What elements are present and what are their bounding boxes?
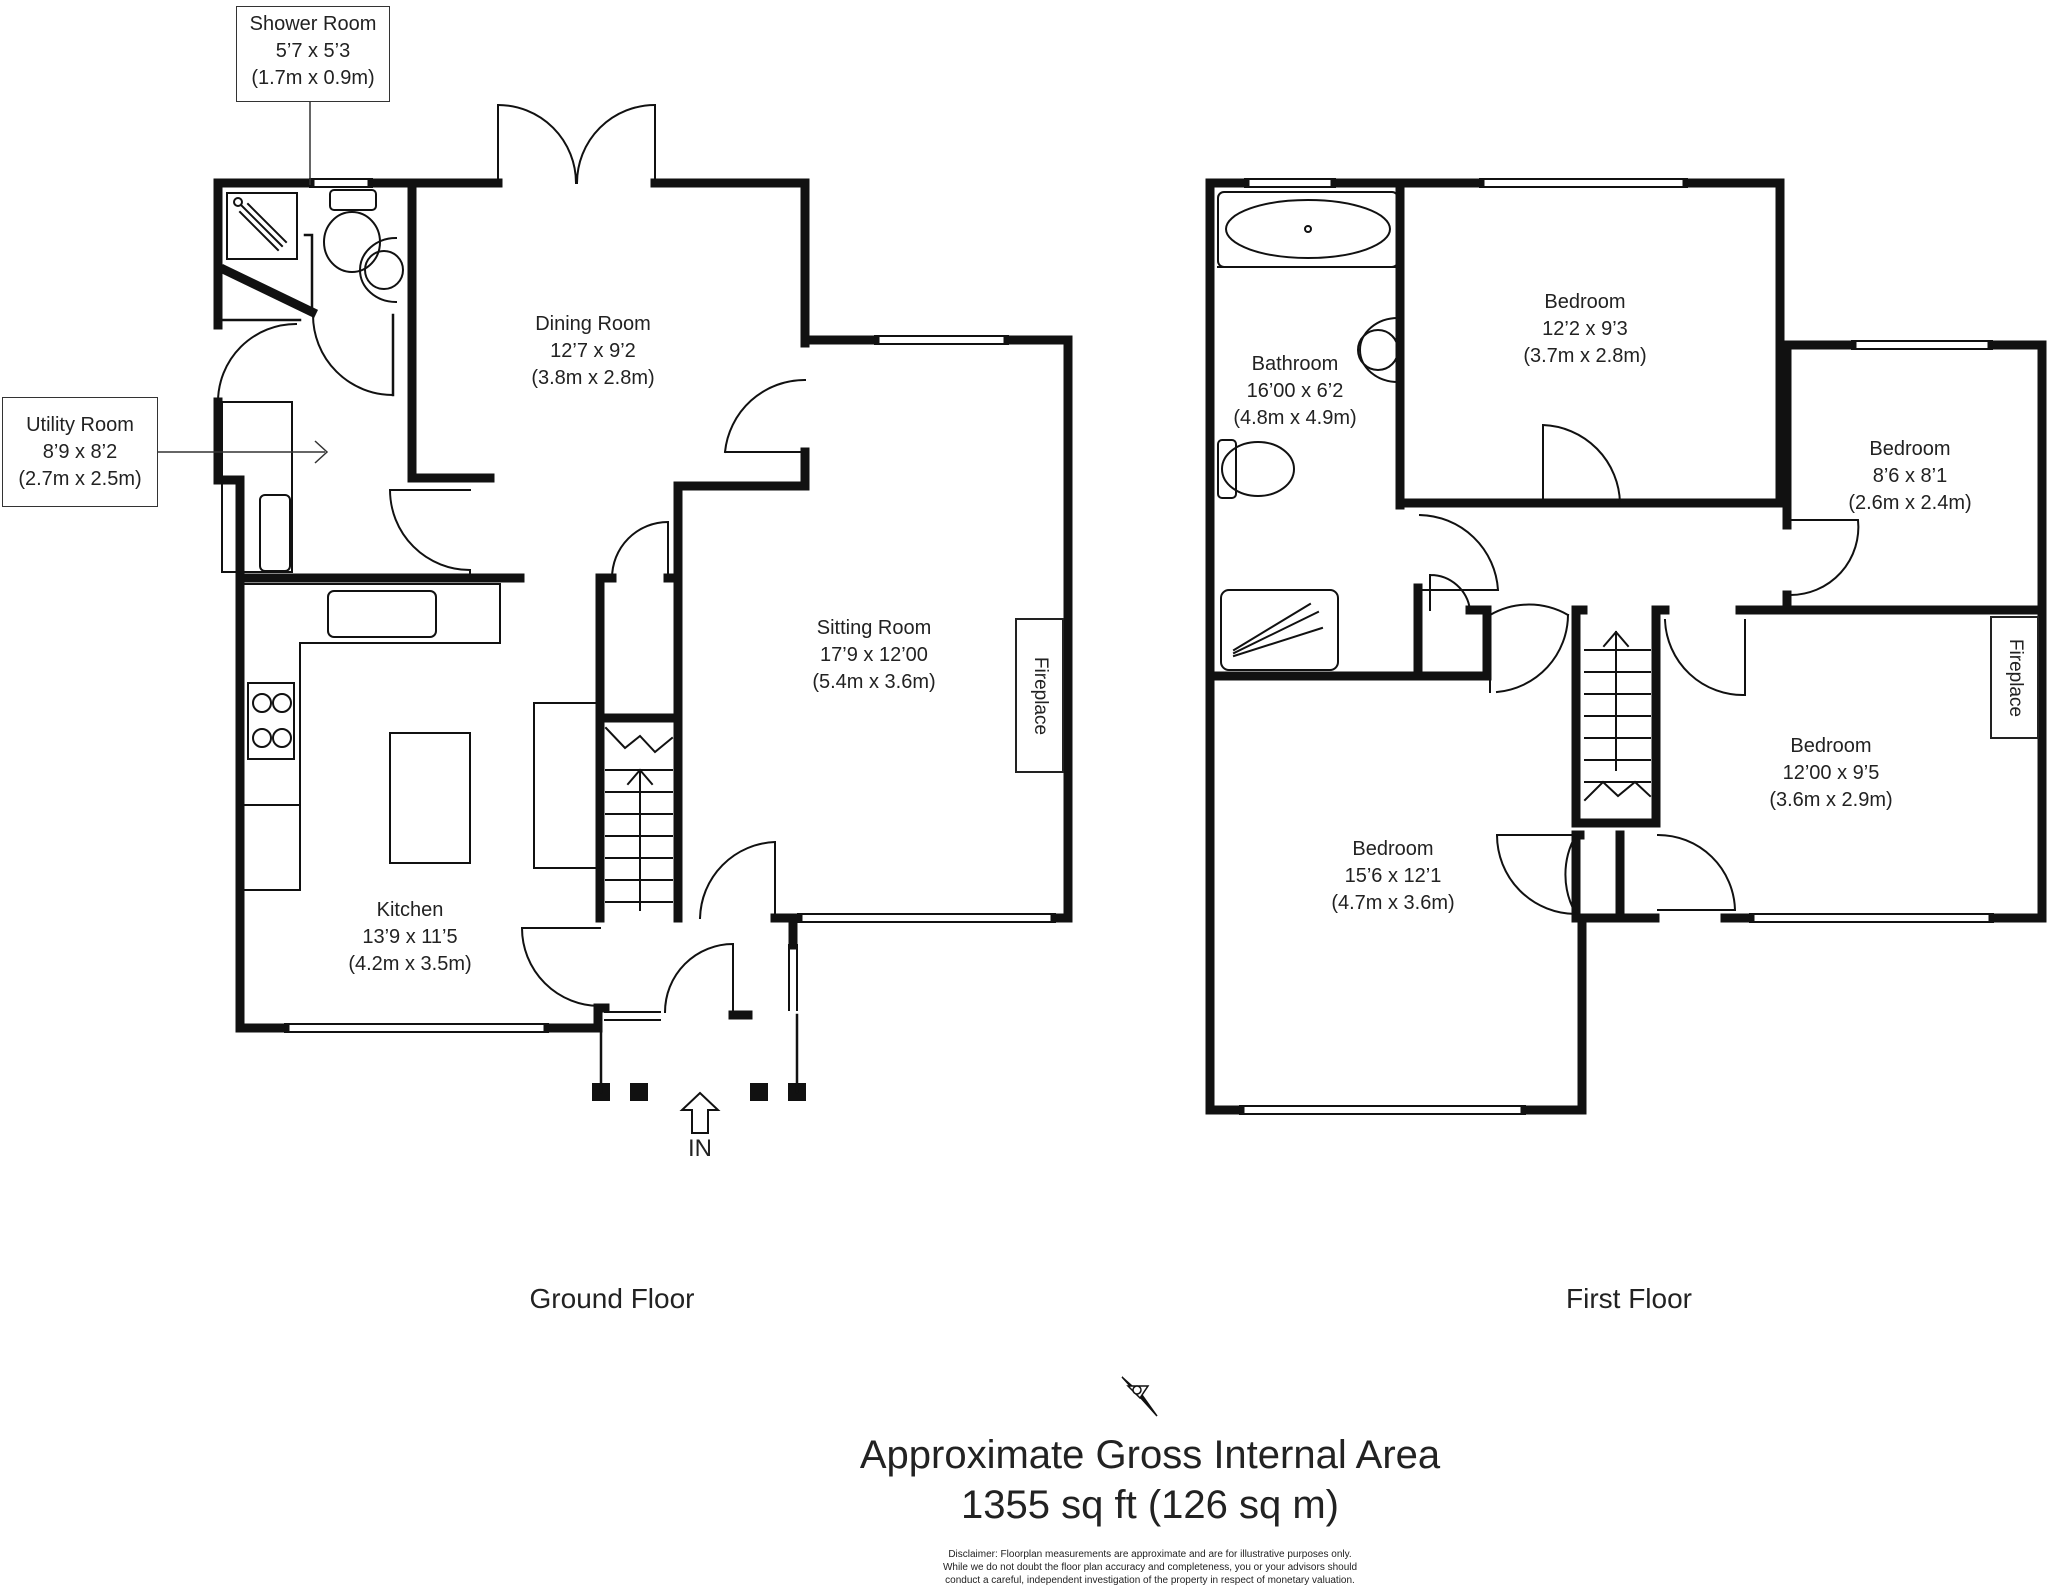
entrance-label: IN [688,1135,712,1162]
room-size-imperial: 12’7 x 9’2 [550,340,636,362]
ground-floor-fixtures [221,189,721,1134]
room-size-imperial: 15’6 x 12’1 [1344,865,1442,887]
room-name: Utility Room [26,414,134,436]
room-size-metric: (2.7m x 2.5m) [18,468,142,490]
room-name: Dining Room [535,313,651,335]
ground-floor-walls [213,178,1073,1033]
first-floor-windows [1239,178,1994,1115]
room-size-imperial: 8’6 x 8’1 [1872,465,1948,487]
room-size-metric: (3.6m x 2.9m) [1769,789,1893,811]
room-name: Bedroom [1544,291,1626,313]
first-floor-fixtures [1217,191,1652,802]
kitchen-label: Kitchen 13’9 x 11’5 (4.2m x 3.5m) [348,897,471,978]
room-size-imperial: 5’7 x 5’3 [275,40,351,62]
bedroom-3-label: Bedroom 12’00 x 9’5 (3.6m x 2.9m) [1769,733,1892,814]
bedroom-1-label: Bedroom 12’2 x 9’3 (3.7m x 2.8m) [1523,289,1646,370]
shower-room-label: Shower Room 5’7 x 5’3 (1.7m x 0.9m) [236,6,390,102]
bedroom-2-label: Bedroom 8’6 x 8’1 (2.6m x 2.4m) [1848,436,1971,517]
room-size-imperial: 13’9 x 11’5 [362,926,458,948]
room-size-metric: (2.6m x 2.4m) [1848,492,1972,514]
ground-floor-label: Ground Floor [529,1283,695,1314]
room-size-imperial: 16’00 x 6’2 [1246,380,1344,402]
gross-area: Approximate Gross Internal Area 1355 sq … [860,1430,1440,1530]
utility-room-label: Utility Room 8’9 x 8’2 (2.7m x 2.5m) [2,397,158,507]
room-name: Kitchen [376,899,444,921]
room-size-metric: (4.2m x 3.5m) [348,953,472,975]
disclaimer: Disclaimer: Floorplan measurements are a… [942,1549,1358,1586]
ground-floor-fireplace: Fireplace [1015,618,1064,773]
room-name: Bathroom [1251,353,1339,375]
room-name: Bedroom [1869,438,1951,460]
dining-room-label: Dining Room 12’7 x 9’2 (3.8m x 2.8m) [531,311,654,392]
room-size-imperial: 12’00 x 9’5 [1782,762,1880,784]
room-size-imperial: 8’9 x 8’2 [42,441,118,463]
room-name: Sitting Room [816,617,932,639]
room-size-metric: (1.7m x 0.9m) [251,67,375,89]
room-name: Shower Room [249,13,377,35]
first-floor-fireplace: Fireplace [1990,616,2039,739]
room-size-metric: (4.8m x 4.9m) [1233,407,1357,429]
room-name: Bedroom [1352,838,1434,860]
room-size-metric: (3.8m x 2.8m) [531,367,655,389]
first-floor-walls [1205,178,2047,1115]
area-title: Approximate Gross Internal Area [859,1433,1441,1477]
area-value: 1355 sq ft (126 sq m) [961,1483,1339,1527]
room-name: Bedroom [1790,735,1872,757]
room-size-imperial: 17’9 x 12’00 [820,644,928,666]
room-size-metric: (3.7m x 2.8m) [1523,345,1647,367]
bathroom-label: Bathroom 16’00 x 6’2 (4.8m x 4.9m) [1233,351,1356,432]
room-size-imperial: 12’2 x 9’3 [1542,318,1628,340]
room-size-metric: (4.7m x 3.6m) [1331,892,1455,914]
ground-floor-windows [284,178,1056,1033]
sitting-room-label: Sitting Room 17’9 x 12’00 (5.4m x 3.6m) [812,615,935,696]
first-floor-label: First Floor [1566,1283,1692,1314]
first-floor-doors [1417,423,1860,916]
ground-floor-doors [216,103,807,1016]
compass-icon [1121,1376,1158,1417]
bedroom-4-label: Bedroom 15’6 x 12’1 (4.7m x 3.6m) [1331,836,1454,917]
room-size-metric: (5.4m x 3.6m) [812,671,936,693]
